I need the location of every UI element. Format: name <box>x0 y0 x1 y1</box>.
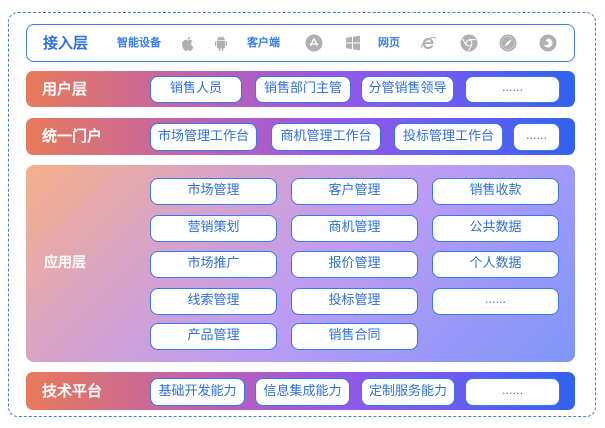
ie-icon <box>421 36 436 49</box>
app-chip-market-management: 市场管理 <box>150 178 277 205</box>
tech-chip-basic-development: 基础开发能力 <box>150 378 245 406</box>
web-label: 网页 <box>378 36 400 49</box>
access-layer-title: 接入层 <box>43 34 89 52</box>
portal-chip-opportunity-workbench: 商机管理工作台 <box>271 123 381 151</box>
app-chip-more: ...... <box>432 288 559 315</box>
app-chip-public-data: 公共数据 <box>432 215 559 242</box>
application-layer: 应用层 市场管理 营销策划 市场推广 线索管理 产品管理 客户管理 商机管理 报… <box>26 165 575 362</box>
safari-icon <box>499 34 517 52</box>
portal-chip-market-workbench: 市场管理工作台 <box>150 123 257 151</box>
tech-chip-info-integration: 信息集成能力 <box>255 378 350 406</box>
app-chip-opportunity-management: 商机管理 <box>291 215 418 242</box>
windows-icon <box>346 35 360 51</box>
android-icon <box>215 36 227 51</box>
app-chip-bid-management: 投标管理 <box>291 288 418 315</box>
app-chip-customer-management: 客户管理 <box>291 178 418 205</box>
chrome-icon <box>460 34 478 52</box>
apple-icon <box>181 36 194 51</box>
user-layer: 用户层 销售人员 销售部门主管 分管销售领导 ...... <box>26 71 575 107</box>
tech-platform-layer: 技术平台 基础开发能力 信息集成能力 定制服务能力 ...... <box>26 372 575 410</box>
user-chip-more: ...... <box>465 76 560 103</box>
firefox-icon <box>539 34 557 52</box>
user-layer-title: 用户层 <box>42 80 88 98</box>
smart-device-label: 智能设备 <box>117 36 161 49</box>
portal-layer: 统一门户 市场管理工作台 商机管理工作台 投标管理工作台 ...... <box>26 118 575 155</box>
app-chip-market-promotion: 市场推广 <box>150 251 277 278</box>
app-chip-lead-management: 线索管理 <box>150 288 277 315</box>
app-chip-product-management: 产品管理 <box>150 323 277 350</box>
portal-chip-more: ...... <box>513 123 560 151</box>
portal-layer-title: 统一门户 <box>42 127 103 145</box>
access-layer: 接入层 智能设备 客户端 网页 <box>26 24 575 62</box>
app-chip-marketing-planning: 营销策划 <box>150 215 277 242</box>
tech-chip-more: ...... <box>465 378 560 406</box>
app-chip-quote-management: 报价管理 <box>291 251 418 278</box>
app-chip-sales-contract: 销售合同 <box>291 323 418 350</box>
app-store-icon <box>305 34 323 52</box>
app-chip-sales-collection: 销售收款 <box>432 178 559 205</box>
tech-chip-custom-service: 定制服务能力 <box>361 378 455 406</box>
user-chip-sales-manager: 销售部门主管 <box>255 76 351 103</box>
client-label: 客户端 <box>247 36 280 49</box>
user-chip-sales-leader: 分管销售领导 <box>361 76 454 103</box>
tech-platform-title: 技术平台 <box>42 382 103 400</box>
user-chip-sales-staff: 销售人员 <box>150 76 242 103</box>
portal-chip-bidding-workbench: 投标管理工作台 <box>394 123 503 151</box>
application-layer-title: 应用层 <box>44 255 86 271</box>
app-chip-personal-data: 个人数据 <box>432 251 559 278</box>
architecture-frame <box>8 12 596 417</box>
